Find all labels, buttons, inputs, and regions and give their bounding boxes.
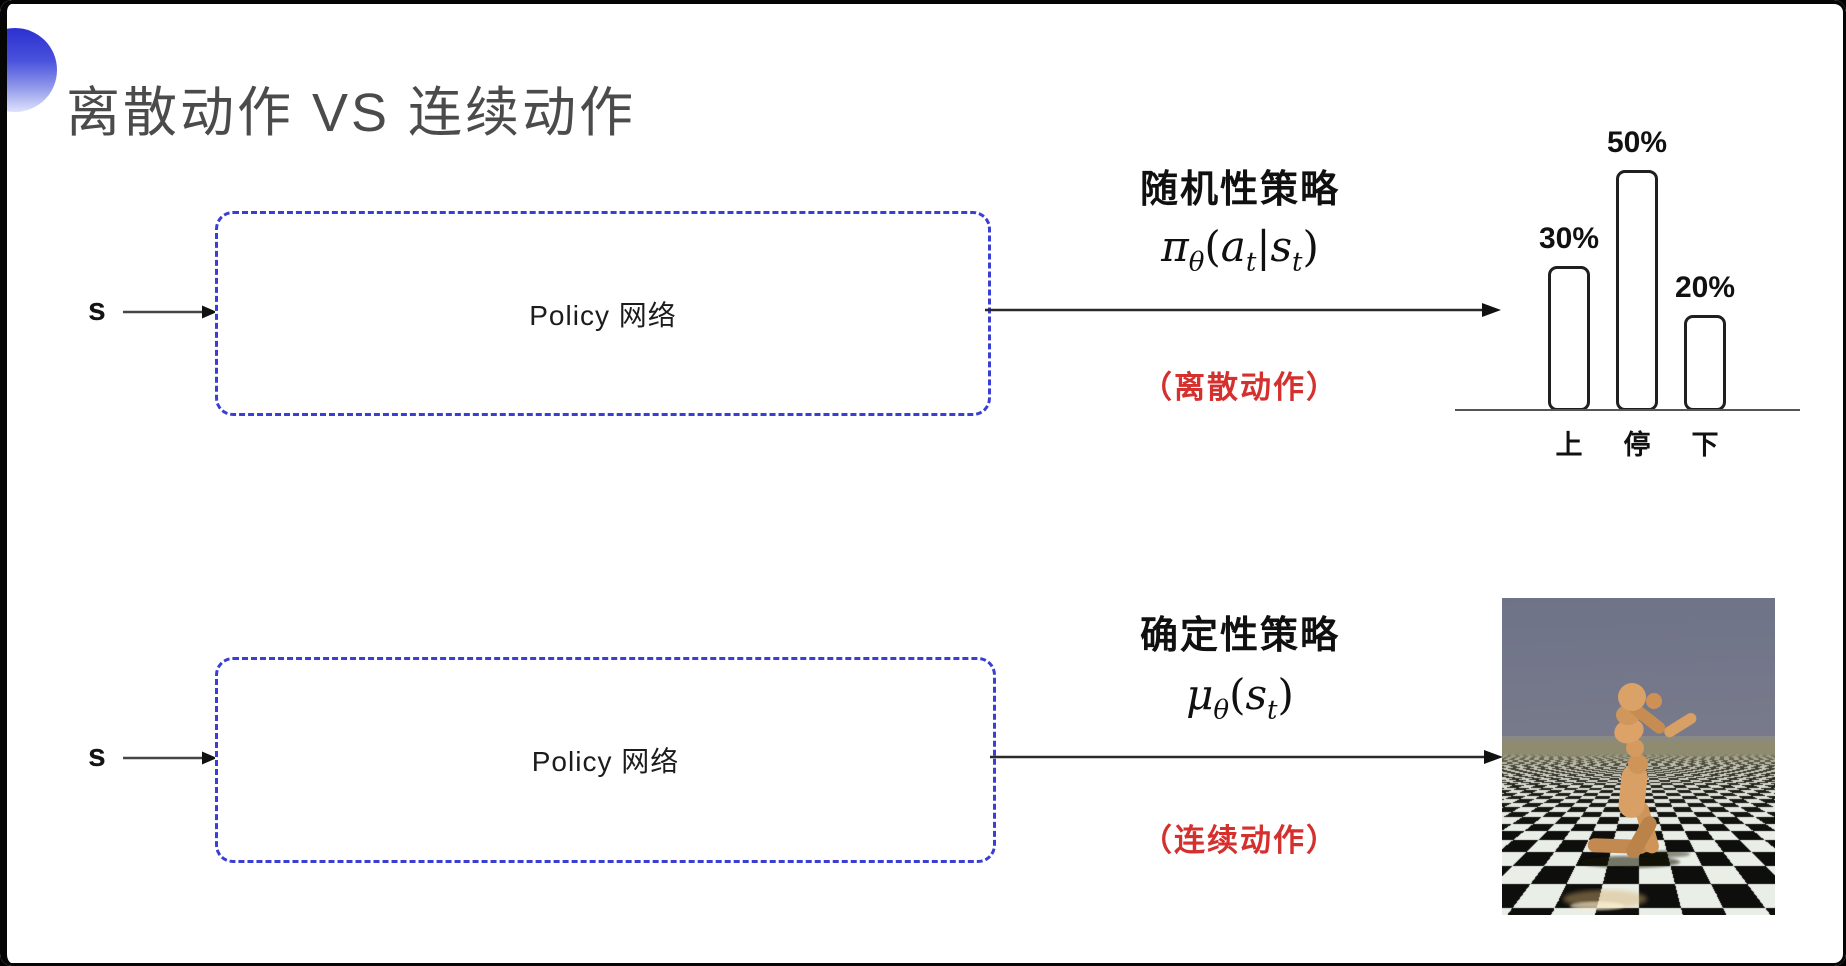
- floor-highlight: [1570, 901, 1624, 911]
- state-input-label-bottom: s: [88, 737, 106, 773]
- title-bullet-icon: [0, 28, 57, 112]
- formula-close-paren: ): [1302, 222, 1319, 271]
- input-arrow-bottom: [123, 751, 217, 765]
- bar-value-label: 20%: [1674, 271, 1736, 304]
- formula-theta-sub: θ: [1188, 247, 1205, 278]
- policy-box-label-bottom: Policy 网络: [531, 746, 680, 777]
- humanoid-body: [1587, 683, 1697, 859]
- chart-categories: 上停下: [1535, 423, 1739, 462]
- deterministic-policy-formula: μθ(st): [1040, 670, 1440, 725]
- formula-pi: π: [1161, 222, 1189, 271]
- deterministic-policy-label: 确定性策略: [1139, 615, 1340, 657]
- formula-mu: μ: [1186, 670, 1214, 719]
- probability-bar: [1548, 266, 1590, 411]
- output-arrow-top: [985, 303, 1501, 317]
- policy-box-label-top: Policy 网络: [529, 299, 677, 331]
- chart-columns: 30% 50% 20%: [1535, 126, 1739, 411]
- chart-column: 20%: [1671, 126, 1739, 411]
- humanoid-robot-figure: [1563, 683, 1697, 911]
- probability-bar: [1616, 170, 1658, 411]
- formula-state-var-2: s: [1245, 670, 1268, 719]
- probability-bar: [1684, 315, 1726, 411]
- chart-column: 50%: [1603, 126, 1671, 411]
- action-category-label: 停: [1623, 430, 1651, 460]
- formula-open-paren: (: [1204, 222, 1221, 271]
- chart-column: 30%: [1535, 126, 1603, 411]
- formula-open-paren-2: (: [1229, 670, 1246, 719]
- output-arrow-bottom: [990, 750, 1503, 764]
- formula-t-sub-1: t: [1245, 247, 1257, 278]
- chart-baseline: [1455, 409, 1800, 411]
- page-title: 离散动作 VS 连续动作: [66, 83, 637, 144]
- action-probability-chart: 30% 50% 20% 上 停 下: [1455, 105, 1800, 465]
- action-category-label: 上: [1555, 430, 1583, 460]
- formula-close-paren-2: ): [1277, 670, 1294, 719]
- formula-t-sub-2: t: [1292, 247, 1303, 278]
- figure-shadow: [1580, 856, 1680, 868]
- policy-network-box-bottom: Policy 网络: [215, 657, 996, 863]
- policy-network-box-top: Policy 网络: [215, 211, 991, 416]
- bar-value-label: 30%: [1538, 222, 1600, 255]
- input-arrow-top: [123, 305, 217, 319]
- formula-t-sub-3: t: [1267, 695, 1278, 726]
- continuous-action-note: （连续动作）: [1141, 823, 1339, 858]
- state-input-label-top: s: [88, 291, 106, 327]
- formula-theta-sub-2: θ: [1213, 695, 1230, 726]
- formula-pipe: |: [1256, 222, 1271, 271]
- formula-action-var: a: [1220, 222, 1246, 271]
- humanoid-simulation-image: [1502, 598, 1775, 915]
- bar-value-label: 50%: [1606, 126, 1668, 159]
- stochastic-policy-formula: πθ(at|st): [1040, 222, 1440, 277]
- stochastic-policy-label: 随机性策略: [1139, 169, 1340, 211]
- action-category-label: 下: [1691, 430, 1719, 460]
- formula-state-var: s: [1270, 222, 1293, 271]
- discrete-action-note: （离散动作）: [1141, 370, 1339, 405]
